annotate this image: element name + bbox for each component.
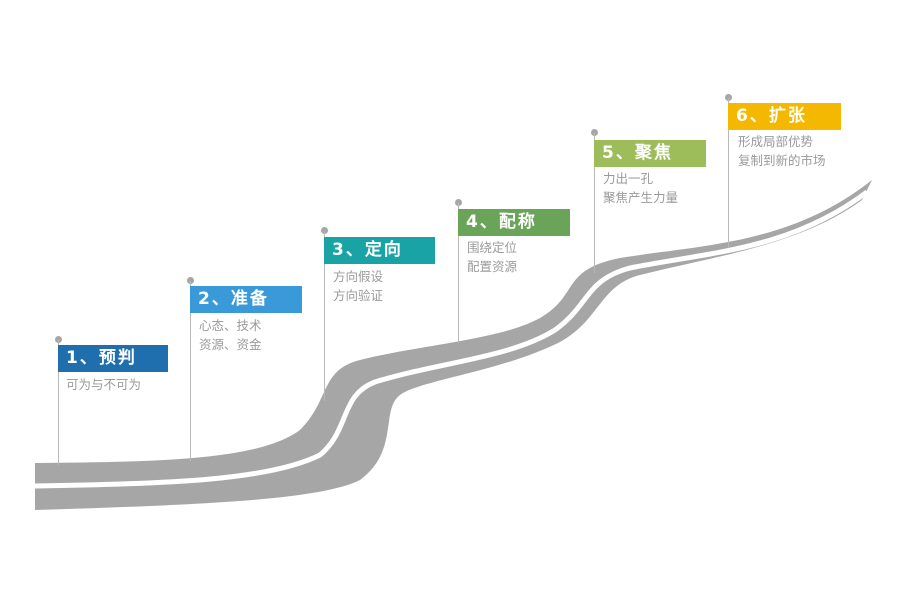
pole-2 (190, 281, 191, 461)
pole-1 (58, 340, 59, 465)
pole-knob-2 (187, 277, 194, 284)
step-6-desc: 形成局部优势 复制到新的市场 (738, 132, 826, 170)
step-5-line-2: 聚焦产生力量 (603, 190, 679, 205)
step-1-title: 1、预判 (58, 345, 168, 372)
pole-4 (458, 203, 459, 343)
step-3-desc: 方向假设 方向验证 (333, 267, 383, 305)
pole-6 (728, 98, 729, 248)
step-4-title: 4、配称 (458, 209, 570, 236)
pole-knob-3 (321, 227, 328, 234)
pole-5 (594, 133, 595, 273)
step-2-line-1: 心态、技术 (199, 318, 262, 333)
step-3-line-1: 方向假设 (333, 269, 384, 284)
step-2-line-2: 资源、资金 (199, 337, 262, 352)
step-1-line-1: 可为与不可为 (66, 377, 142, 392)
step-3-line-2: 方向验证 (333, 288, 384, 303)
step-3-title: 3、定向 (324, 237, 435, 264)
step-2-title: 2、准备 (190, 286, 302, 313)
pole-knob-6 (725, 94, 732, 101)
step-5-title: 5、聚焦 (594, 140, 706, 167)
step-5-desc: 力出一孔 聚焦产生力量 (603, 169, 678, 207)
pole-knob-4 (455, 199, 462, 206)
step-6-line-2: 复制到新的市场 (738, 153, 826, 168)
step-1-desc: 可为与不可为 (66, 375, 141, 394)
step-5-line-1: 力出一孔 (603, 171, 654, 186)
step-4-desc: 围绕定位 配置资源 (467, 238, 517, 276)
pole-3 (324, 231, 325, 401)
step-6-title: 6、扩张 (728, 103, 841, 130)
road-center-line (34, 190, 869, 489)
pole-knob-1 (55, 336, 62, 343)
step-6-line-1: 形成局部优势 (738, 134, 814, 149)
step-4-line-1: 围绕定位 (467, 240, 518, 255)
step-2-desc: 心态、技术 资源、资金 (199, 316, 262, 354)
pole-knob-5 (591, 129, 598, 136)
step-4-line-2: 配置资源 (467, 259, 518, 274)
